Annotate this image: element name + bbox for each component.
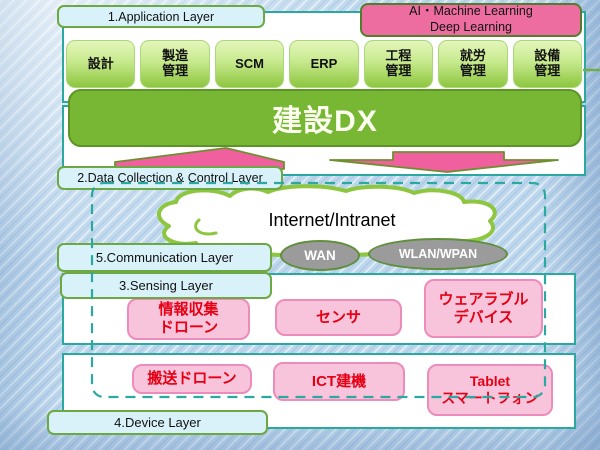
label-device-layer: 4.Device Layer: [47, 410, 268, 435]
app-module-scm: SCM: [214, 40, 285, 88]
app-module-equipment-mgmt: 設備 管理: [512, 40, 582, 88]
app-module-labor-mgmt: 就労 管理: [438, 40, 508, 88]
cloud-internet-label: Internet/Intranet: [268, 210, 396, 230]
item-wearable-device: ウェアラブル デバイス: [424, 279, 543, 338]
label-sensing-layer: 3.Sensing Layer: [60, 272, 272, 299]
network-wan-node: WAN: [280, 240, 360, 271]
item-tablet-smartphone: Tablet スマートフォン: [427, 364, 553, 416]
label-data-collection-layer: 2.Data Collection & Control Layer: [57, 166, 283, 190]
ai-ml-line2: Deep Learning: [429, 20, 512, 34]
dx-banner: 建設DX: [68, 89, 582, 147]
app-module-process-mgmt: 工程 管理: [363, 40, 434, 88]
network-wlan-node: WLAN/WPAN: [368, 238, 508, 270]
item-sensor: センサ: [275, 299, 402, 336]
item-transport-drone: 搬送ドローン: [132, 364, 252, 394]
ai-ml-line1: AI・Machine Learning: [409, 4, 533, 19]
app-module-manufacturing-mgmt: 製造 管理: [140, 40, 210, 88]
label-communication-layer: 5.Communication Layer: [57, 243, 272, 272]
app-module-row: 設計 製造 管理 SCM ERP 工程 管理 就労 管理 設備 管理: [66, 40, 582, 88]
label-application-layer: 1.Application Layer: [57, 5, 265, 28]
app-module-design: 設計: [66, 40, 136, 88]
ai-ml-badge: AI・Machine Learning Deep Learning: [360, 3, 582, 37]
item-info-collection-drone: 情報収集 ドローン: [127, 298, 250, 340]
item-ict-construction-machine: ICT建機: [273, 362, 405, 401]
app-module-erp: ERP: [289, 40, 359, 88]
